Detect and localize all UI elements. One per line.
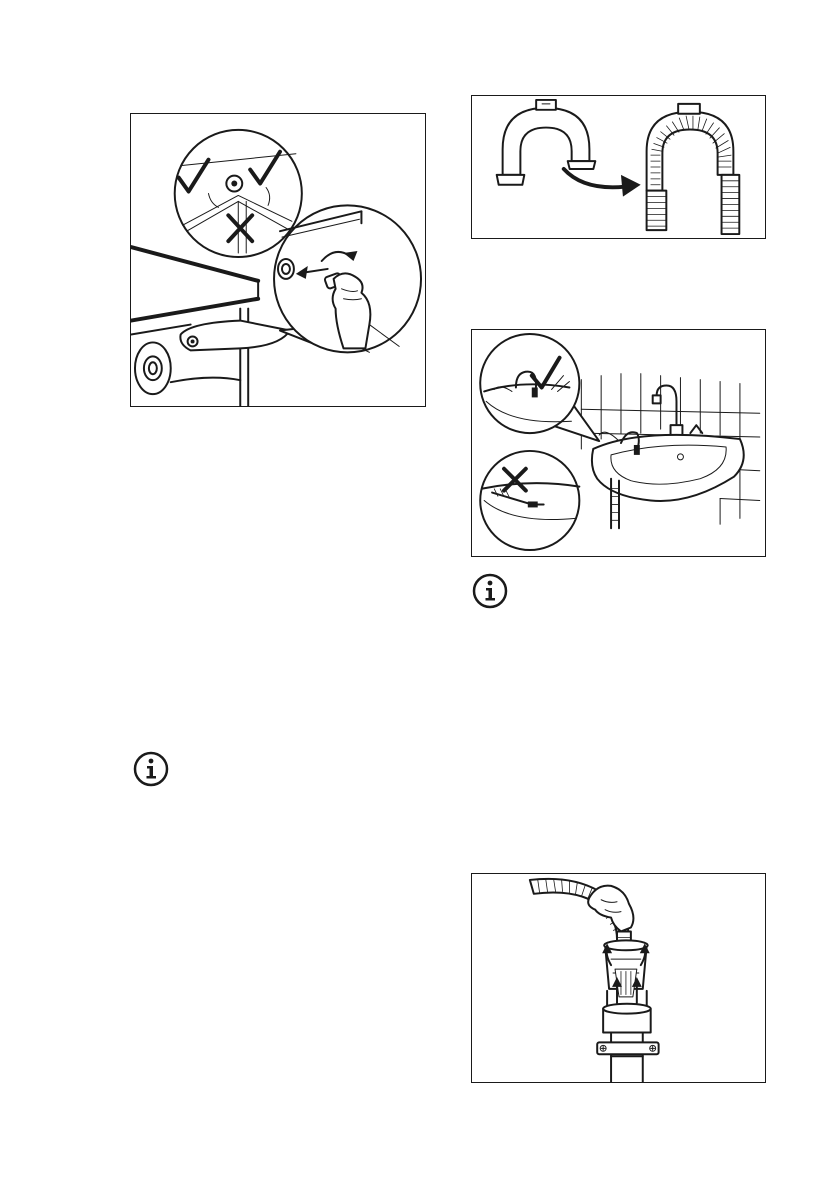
figure-drain-hose-into-standpipe — [471, 873, 766, 1083]
figure-drain-hose-on-sink-edge — [471, 329, 766, 557]
u-piece-illustration — [472, 96, 765, 238]
info-icon — [133, 751, 169, 787]
figure-u-piece-to-drain-hose — [471, 95, 766, 239]
hose-bracket-illustration — [131, 114, 425, 406]
hand-icon — [588, 886, 633, 932]
sink-illustration — [472, 330, 765, 556]
figure-hose-bracket-fitting — [130, 113, 426, 407]
arrow-icon — [564, 169, 625, 187]
info-icon — [472, 573, 508, 609]
standpipe-illustration — [472, 874, 765, 1082]
